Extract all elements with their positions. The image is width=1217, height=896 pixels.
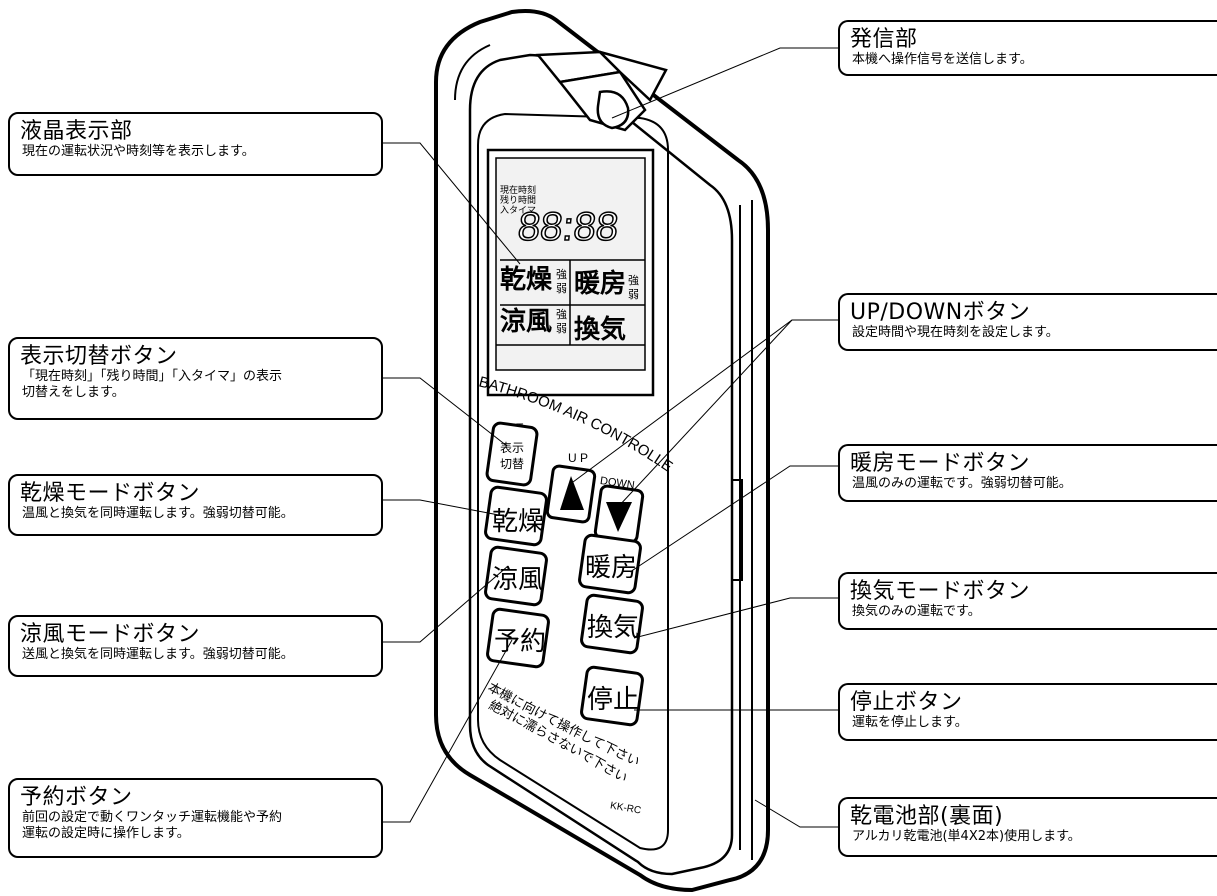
callout-desc: アルカリ乾電池(単4X2本)使用します。 <box>852 829 1081 844</box>
button-heat[interactable]: 暖房 <box>578 533 642 595</box>
button-dry[interactable]: 乾燥 <box>484 485 548 547</box>
lcd-display: 現在時刻 残り時間 入タイマ 88:88 乾燥 強 弱 暖房 強 弱 涼風 強 … <box>486 148 655 397</box>
callout-timer: 予約ボタン 前回の設定で動くワンタッチ運転機能や予約 運転の設定時に操作します。 <box>8 778 383 858</box>
callout-desc: 前回の設定で動くワンタッチ運転機能や予約 運転の設定時に操作します。 <box>22 810 283 841</box>
callout-title: 乾燥モードボタン <box>20 481 201 506</box>
callout-title: 表示切替ボタン <box>20 344 178 369</box>
leader-lines <box>383 47 838 828</box>
callout-title: 暖房モードボタン <box>850 451 1031 476</box>
callout-desc: 運転を停止します。 <box>852 715 968 730</box>
callout-cool: 涼風モードボタン 送風と換気を同時運転します。強弱切替可能。 <box>8 615 383 677</box>
callout-desc: 温風のみの運転です。強弱切替可能。 <box>852 476 1072 491</box>
lcd-level-dry-weak: 弱 <box>556 282 567 295</box>
callout-title: 液晶表示部 <box>20 119 133 144</box>
lcd-mode-label-3: 入タイマ <box>500 205 536 216</box>
callout-desc: 設定時間や現在時刻を設定します。 <box>852 325 1059 340</box>
callout-lcd: 液晶表示部 現在の運転状況や時刻等を表示します。 <box>8 112 383 176</box>
remote-body <box>434 9 770 893</box>
callout-title: 乾電池部(裏面) <box>850 804 1004 829</box>
button-display-switch[interactable]: SET 表示 切替 <box>485 421 539 487</box>
callout-desc: 換気のみの運転です。 <box>852 604 981 619</box>
lcd-level-heat-weak: 弱 <box>628 288 639 301</box>
lcd-level-cool-weak: 弱 <box>556 322 567 335</box>
callout-title: 予約ボタン <box>20 785 133 810</box>
callout-title: 停止ボタン <box>850 690 963 715</box>
lcd-level-cool-strong: 強 <box>556 308 567 321</box>
lcd-mode-heat: 暖房 <box>574 269 626 299</box>
callout-desc: 現在の運転状況や時刻等を表示します。 <box>22 144 255 159</box>
button-timer-label: 予約 <box>494 627 546 657</box>
display-switch-label-1: 表示 <box>500 441 524 455</box>
button-stop-label: 停止 <box>587 685 639 715</box>
lcd-level-heat-strong: 強 <box>628 274 639 287</box>
callout-desc: 温風と換気を同時運転します。強弱切替可能。 <box>22 506 294 521</box>
up-arrow-icon <box>560 476 584 510</box>
button-down[interactable]: DOWN <box>593 475 645 544</box>
down-arrow-icon <box>606 502 632 532</box>
callout-desc: 本機へ操作信号を送信します。 <box>852 52 1033 67</box>
lcd-mode-label-2: 残り時間 <box>500 194 536 206</box>
lcd-mode-label-1: 現在時刻 <box>500 184 536 196</box>
model-label: KK-RC <box>609 800 642 816</box>
up-label: U P <box>568 451 588 465</box>
lcd-mode-vent: 換気 <box>574 314 626 345</box>
callout-title: 換気モードボタン <box>850 579 1031 604</box>
callout-heat: 暖房モードボタン 温風のみの運転です。強弱切替可能。 <box>838 444 1217 502</box>
callout-updown: UP/DOWNボタン 設定時間や現在時刻を設定します。 <box>838 293 1217 351</box>
button-up[interactable]: U P <box>545 451 597 524</box>
button-vent[interactable]: 換気 <box>580 593 644 655</box>
callout-vent: 換気モードボタン 換気のみの運転です。 <box>838 572 1217 630</box>
lcd-mode-dry: 乾燥 <box>500 265 553 295</box>
button-stop[interactable]: 停止 <box>580 665 644 727</box>
button-cool-label: 涼風 <box>492 565 544 595</box>
callout-battery: 乾電池部(裏面) アルカリ乾電池(単4X2本)使用します。 <box>838 797 1217 857</box>
button-heat-label: 暖房 <box>585 553 637 583</box>
lcd-mode-cool: 涼風 <box>500 307 552 337</box>
callout-desc: 送風と換気を同時運転します。強弱切替可能。 <box>22 647 294 662</box>
transmitter <box>535 49 668 132</box>
callout-display-switch: 表示切替ボタン 「現在時刻」「残り時間」「入タイマ」の表示 切替えをします。 <box>8 337 383 420</box>
callout-dry: 乾燥モードボタン 温風と換気を同時運転します。強弱切替可能。 <box>8 474 383 536</box>
button-cool[interactable]: 涼風 <box>484 545 548 607</box>
display-switch-label-2: 切替 <box>500 457 524 471</box>
callout-desc: 「現在時刻」「残り時間」「入タイマ」の表示 切替えをします。 <box>22 369 283 400</box>
callout-title: 発信部 <box>850 27 918 52</box>
lcd-clock: 88:88 <box>516 205 621 249</box>
face-panel <box>477 112 669 851</box>
button-timer[interactable]: 予約 <box>486 607 550 669</box>
callout-title: 涼風モードボタン <box>20 622 201 647</box>
callout-title: UP/DOWNボタン <box>850 300 1031 325</box>
button-dry-label: 乾燥 <box>492 507 544 537</box>
callout-stop: 停止ボタン 運転を停止します。 <box>838 683 1217 741</box>
button-vent-label: 換気 <box>587 613 639 643</box>
lcd-level-dry-strong: 強 <box>556 268 567 281</box>
callout-transmitter: 発信部 本機へ操作信号を送信します。 <box>838 20 1217 76</box>
